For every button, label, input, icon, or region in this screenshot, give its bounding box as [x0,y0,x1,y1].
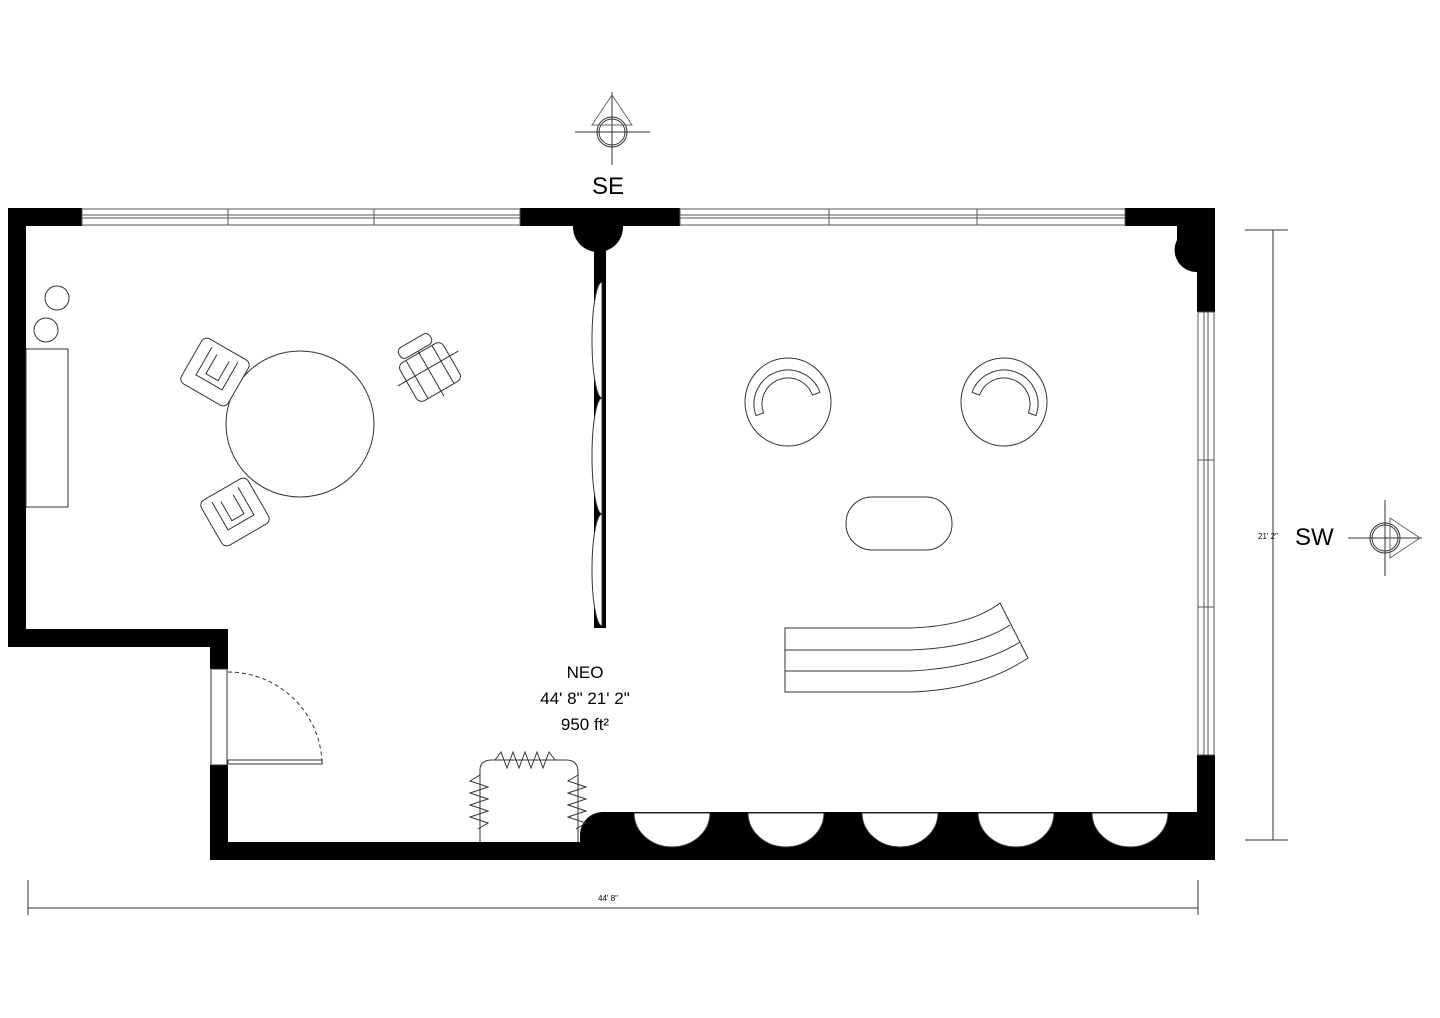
entry-door[interactable] [210,668,323,766]
dimension-height-label: 21' 2" [1258,532,1278,541]
room-area: 950 ft² [560,715,610,734]
furniture [25,285,1048,842]
windows [81,208,1215,756]
coffee-table [845,496,953,551]
compass-label-se: SE [592,173,625,200]
room-label: NEO 44' 8" 21' 2" 950 ft² [500,660,670,738]
dimension-width-label: 44' 8" [598,894,618,903]
chair [200,477,270,547]
plant-cabinet [479,759,579,842]
stool [44,285,70,311]
partition-curtain-scallops [591,281,603,627]
bottom-curtain-scallops [633,812,1169,848]
compass-label-sw: SW [1295,524,1334,551]
walls [8,208,1215,860]
chair [180,337,250,407]
room-name: NEO [566,663,604,682]
room-dimensions: 44' 8" 21' 2" [540,689,630,708]
office-chair [397,333,461,402]
stool [33,317,59,343]
compass-marker-sw [1348,500,1422,576]
desk [25,348,69,508]
compass-marker-se [575,92,650,165]
curved-sofa [784,602,1029,693]
dimension-lines [27,229,1288,915]
round-table [225,350,375,498]
